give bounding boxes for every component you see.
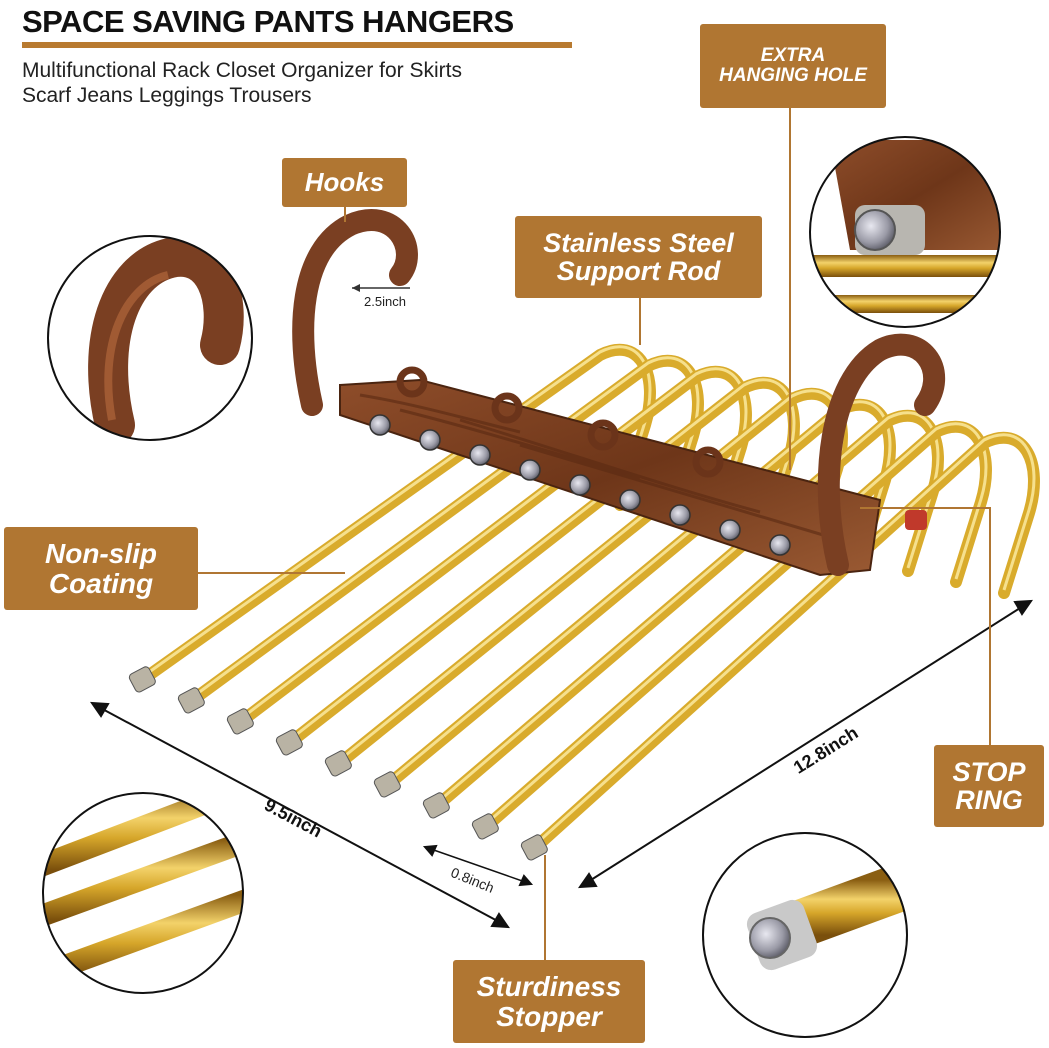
callout-leaders — [198, 108, 991, 960]
rod-detail-circle — [42, 792, 244, 994]
bar-rod-caps — [369, 414, 791, 556]
callout-support-rod: Stainless Steel Support Rod — [515, 216, 762, 298]
bar-cap — [569, 474, 591, 496]
wooden-support-bar — [339, 366, 882, 577]
callout-stop-ring: STOP RING — [934, 745, 1044, 827]
callout-text: STOP — [952, 756, 1026, 787]
dimension-lines — [90, 599, 1033, 929]
page-title: SPACE SAVING PANTS HANGERS — [22, 4, 514, 39]
right-hook-icon — [817, 333, 946, 576]
hook-detail-circle — [47, 235, 253, 441]
rod-end-cap — [520, 834, 548, 861]
bar-cap — [769, 534, 791, 556]
rod-highlight — [487, 422, 988, 824]
bar-cap — [369, 414, 391, 436]
bar-cap — [519, 459, 541, 481]
hanging-hole-detail-circle — [809, 136, 1001, 328]
callout-non-slip-coating: Non-slip Coating — [4, 527, 198, 610]
rod-end-cap — [275, 729, 303, 756]
rod-end-cap — [422, 792, 450, 819]
subtitle-line-2: Scarf Jeans Leggings Trousers — [22, 84, 312, 107]
bar-cap — [669, 504, 691, 526]
rod-end-cap — [471, 813, 499, 840]
rod-end-cap — [373, 771, 401, 798]
callout-text: Support Rod — [556, 256, 721, 286]
left-hook-icon — [292, 209, 418, 416]
callout-hooks: Hooks — [282, 158, 407, 207]
callout-text: Stainless Steel — [543, 227, 734, 258]
stopper-detail-circle — [702, 832, 908, 1038]
rod-end-cap — [324, 750, 352, 777]
callout-text: Sturdiness — [476, 971, 622, 1003]
subtitle-line-1: Multifunctional Rack Closet Organizer fo… — [22, 59, 462, 82]
subtitle: Multifunctional Rack Closet Organizer fo… — [22, 58, 622, 108]
rod-end-cap — [177, 687, 205, 714]
hanger-rods — [128, 343, 1040, 861]
callout-sturdiness-stopper: Sturdiness Stopper — [453, 960, 645, 1043]
callout-text: Coating — [48, 567, 154, 599]
callout-text: EXTRA — [760, 45, 826, 67]
rod-end-cap — [128, 666, 156, 693]
callout-text: RING — [955, 785, 1023, 815]
bar-cap — [619, 489, 641, 511]
rod-highlight — [535, 433, 1036, 845]
callout-text: HANGING HOLE — [719, 65, 867, 86]
bar-cap — [419, 429, 441, 451]
callout-text: Hooks — [304, 166, 385, 197]
title-underline — [22, 42, 572, 48]
bar-cap — [719, 519, 741, 541]
bar-cap — [469, 444, 491, 466]
rod-end-cap — [226, 708, 254, 735]
callout-text: Non-slip — [45, 538, 157, 570]
callout-extra-hanging-hole: EXTRA HANGING HOLE — [700, 24, 886, 108]
hook-width-label: 2.5inch — [364, 294, 406, 309]
callout-text: Stopper — [496, 1000, 602, 1032]
